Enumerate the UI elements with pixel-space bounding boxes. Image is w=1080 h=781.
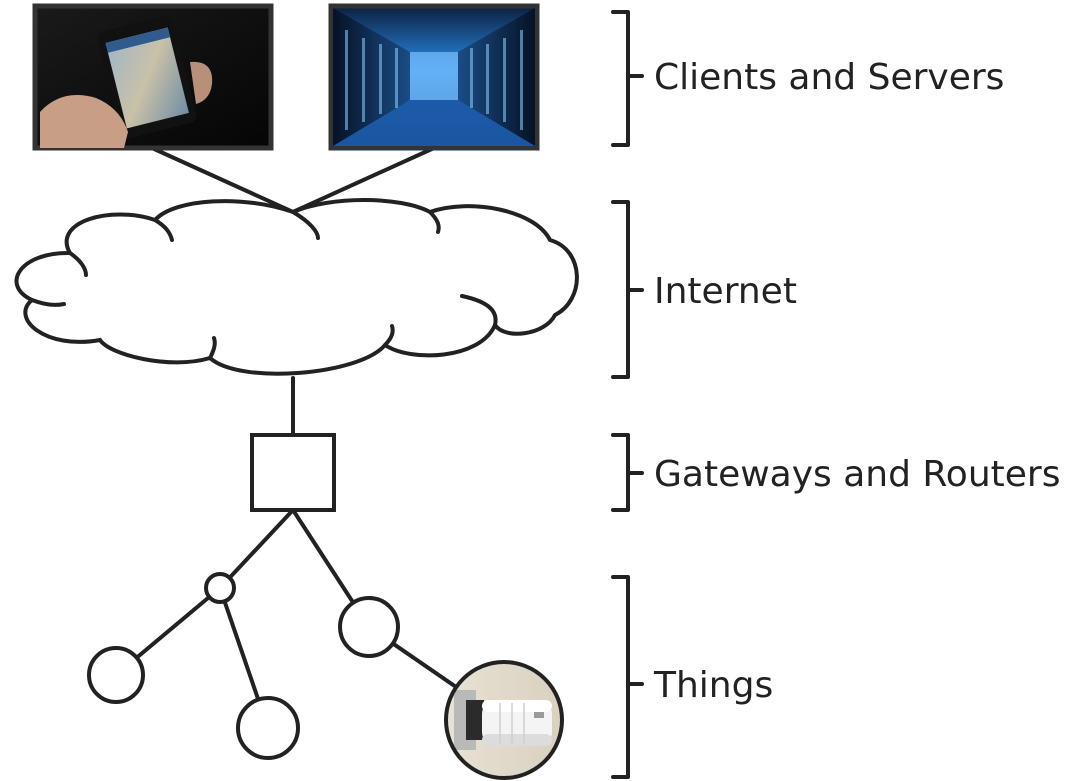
thermostat-device-image <box>444 660 564 780</box>
sensor-node-left <box>87 646 145 704</box>
cloud-inner-curves <box>30 210 498 360</box>
label-clients-servers: Clients and Servers <box>654 57 1004 98</box>
sensor-node-small <box>204 572 236 604</box>
gateway-router-node <box>250 433 336 512</box>
label-gateways-routers: Gateways and Routers <box>654 454 1060 495</box>
internet-cloud <box>14 198 579 376</box>
phone-image <box>32 3 274 151</box>
brace-clients-servers <box>611 10 644 147</box>
brace-internet <box>611 200 644 379</box>
connections <box>114 146 506 730</box>
label-things: Things <box>653 665 773 706</box>
brace-things <box>611 575 644 779</box>
server-image <box>328 3 540 151</box>
brace-gateways-routers <box>611 433 644 512</box>
sensor-node-relay <box>338 596 400 658</box>
label-internet: Internet <box>654 271 797 312</box>
sensor-node-bottom <box>236 696 300 760</box>
